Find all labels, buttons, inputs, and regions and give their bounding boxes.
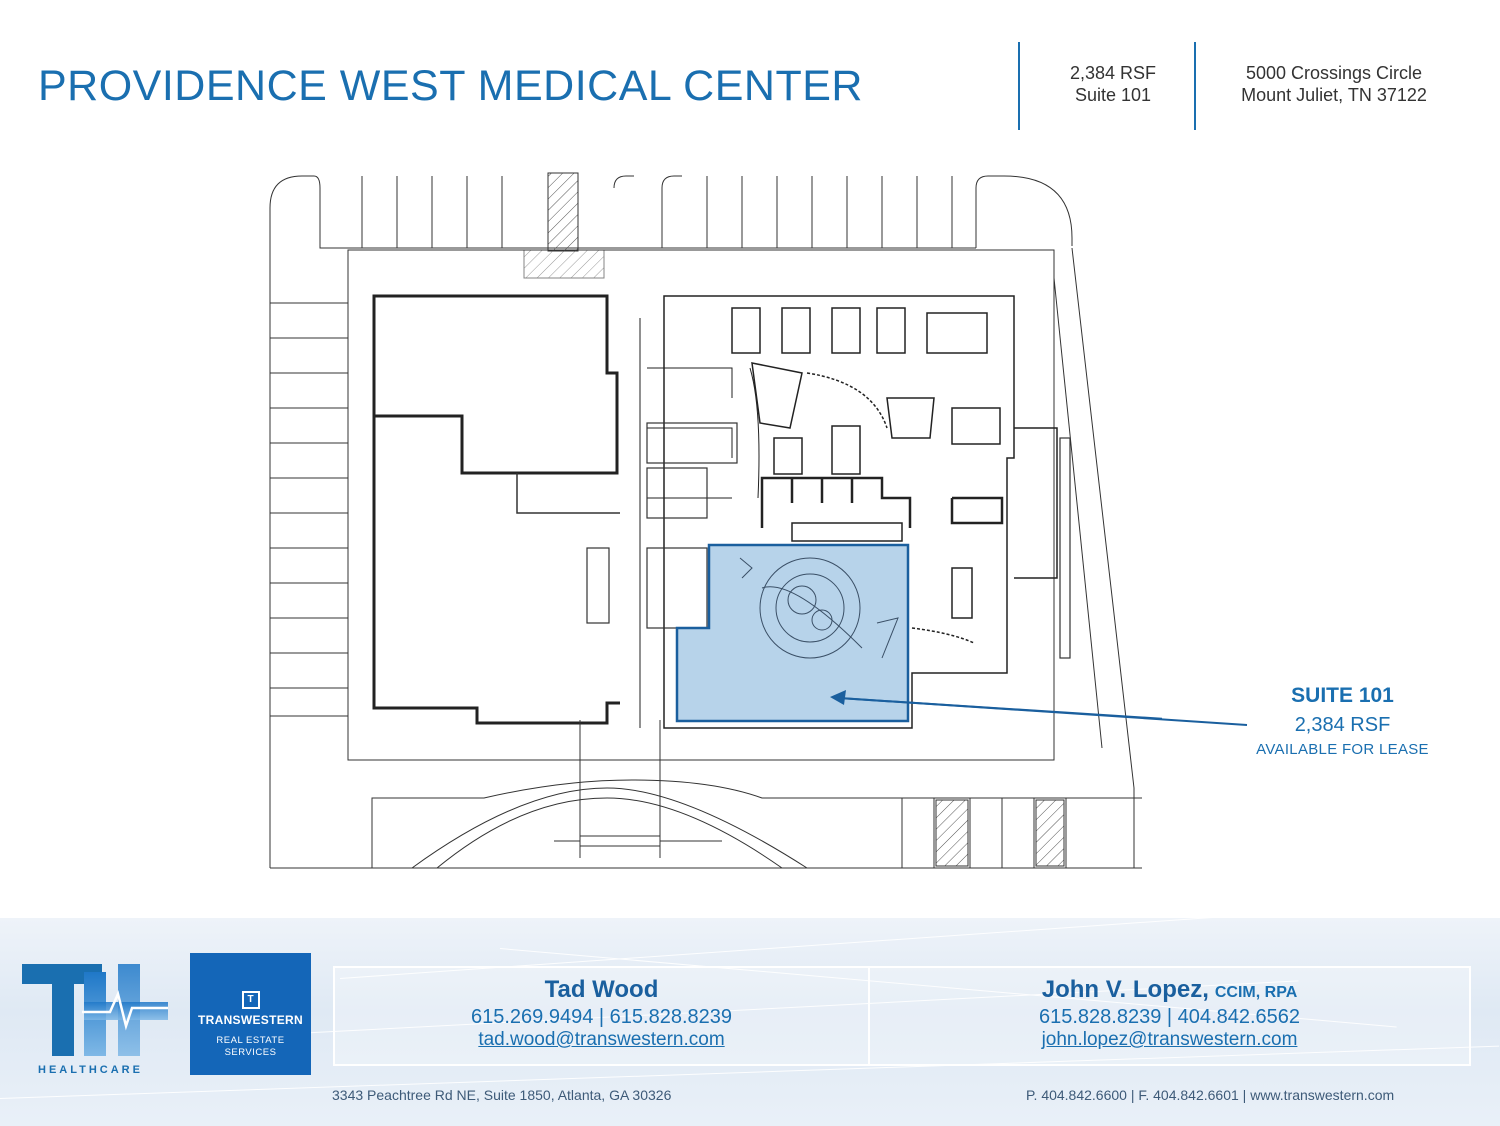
- callout-suite: SUITE 101: [1291, 684, 1394, 707]
- suite-101-highlight: [675, 543, 910, 723]
- footer: HEALTHCARE T TRANSWESTERN REAL ESTATE SE…: [0, 918, 1500, 1126]
- contact-phones: 615.269.9494 | 615.828.8239: [471, 1006, 732, 1028]
- callout-rsf: 2,384 RSF: [1294, 714, 1391, 736]
- transwestern-emblem-icon: T: [241, 991, 260, 1009]
- arrow-head: [830, 690, 1248, 726]
- healthcare-label: HEALTHCARE: [38, 1064, 143, 1076]
- header-city: Mount Juliet, TN 37122: [1241, 85, 1427, 105]
- contact-email-link[interactable]: john.lopez@transwestern.com: [1041, 1029, 1298, 1050]
- entry-plaza: [371, 720, 1142, 869]
- contact-phones: 615.828.8239 | 404.842.6562: [1039, 1006, 1300, 1028]
- contact-name: Tad Wood: [544, 976, 659, 1003]
- contact-credentials: CCIM, RPA: [1214, 984, 1298, 1001]
- bottom-parking: [901, 798, 1067, 868]
- page-title: PROVIDENCE WEST MEDICAL CENTER: [38, 62, 863, 110]
- top-parking: [269, 172, 1073, 868]
- header-rsf: 2,384 RSF: [1069, 63, 1157, 83]
- contact-name: John V. Lopez,: [1041, 976, 1209, 1003]
- header-suite-info: 2,384 RSF Suite 101: [1040, 62, 1186, 106]
- left-parking: [270, 302, 348, 717]
- building-left-tenant: [372, 294, 620, 725]
- transwestern-sub: REAL ESTATE SERVICES: [216, 1035, 285, 1058]
- transwestern-logo: T TRANSWESTERN REAL ESTATE SERVICES: [190, 953, 311, 1075]
- healthcare-logo-icon: [22, 964, 168, 1056]
- contacts-panel: Tad Wood 615.269.9494 | 615.828.8239 tad…: [333, 966, 1471, 1066]
- transwestern-name: TRANSWESTERN: [198, 1013, 303, 1027]
- contact-email-link[interactable]: tad.wood@transwestern.com: [478, 1029, 725, 1050]
- contact-tad-wood: Tad Wood 615.269.9494 | 615.828.8239 tad…: [335, 976, 868, 1051]
- header-divider: [1018, 42, 1020, 130]
- core-restrooms: [586, 422, 1071, 659]
- building-right-tenant: [639, 295, 1058, 729]
- office-address: 3343 Peachtree Rd NE, Suite 1850, Atlant…: [332, 1087, 672, 1103]
- header-suite: Suite 101: [1074, 85, 1152, 105]
- header-street: 5000 Crossings Circle: [1245, 63, 1423, 83]
- suite-callout: SUITE 101 2,384 RSF AVAILABLE FOR LEASE: [1240, 682, 1445, 760]
- suite-101-interior: [739, 557, 899, 659]
- header-divider: [1194, 42, 1196, 130]
- header-address: 5000 Crossings Circle Mount Juliet, TN 3…: [1216, 62, 1452, 106]
- office-phone-line: P. 404.842.6600 | F. 404.842.6601 | www.…: [1026, 1087, 1395, 1103]
- callout-status: AVAILABLE FOR LEASE: [1256, 741, 1429, 758]
- floor-plan: [269, 172, 1162, 869]
- contact-john-lopez: John V. Lopez, CCIM, RPA 615.828.8239 | 4…: [870, 976, 1469, 1051]
